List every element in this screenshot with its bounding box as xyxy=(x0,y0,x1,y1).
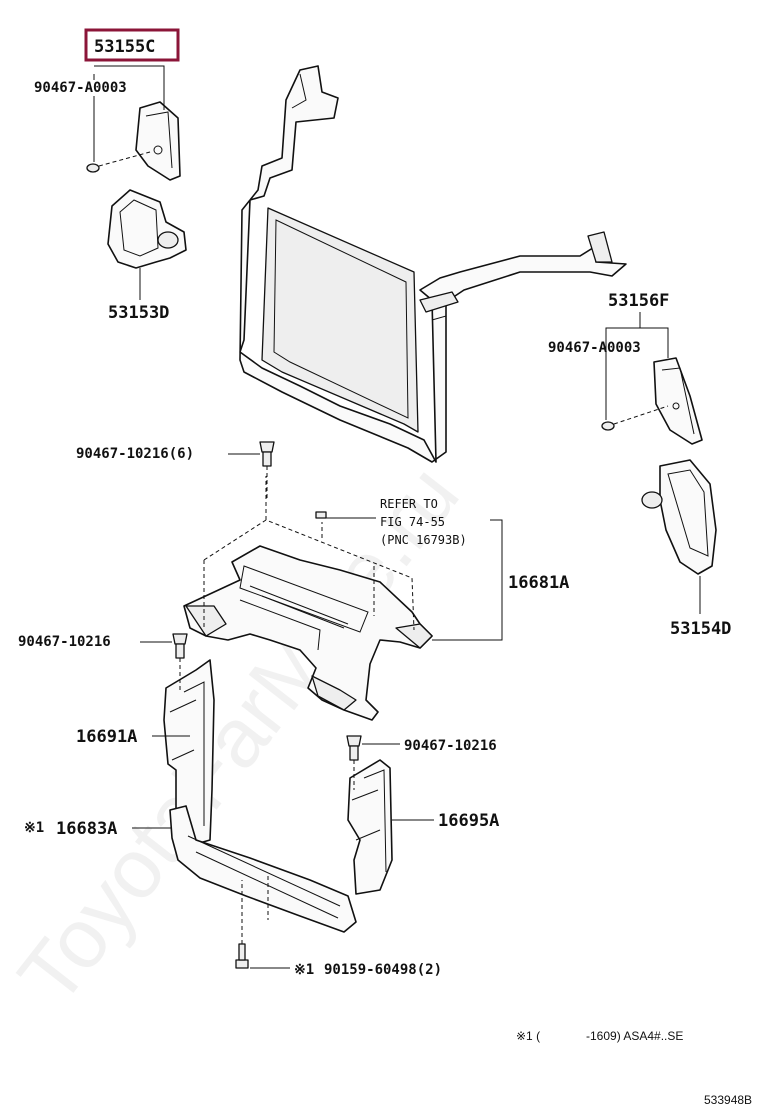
part-label-16695a[interactable]: 16695A xyxy=(438,811,499,831)
clip-icon xyxy=(172,633,188,659)
footnote-text: -1609) ASA4#..SE xyxy=(586,1029,683,1043)
radiator-support-frame xyxy=(239,65,627,463)
refer-line-3: (PNC 16793B) xyxy=(380,533,467,547)
marker-lower-support: ※1 xyxy=(24,820,44,836)
support-upper xyxy=(183,545,433,721)
clip-icon xyxy=(346,735,362,761)
clip-icon xyxy=(86,163,100,173)
side-support-right xyxy=(347,759,393,895)
seal-upper-right xyxy=(653,357,703,445)
marker-bolt: ※1 xyxy=(294,962,314,978)
part-label-16681a[interactable]: 16681A xyxy=(508,573,569,593)
bracket-right xyxy=(641,459,717,575)
part-label-53153d[interactable]: 53153D xyxy=(108,303,169,323)
part-label-clip-right-side[interactable]: 90467-10216 xyxy=(404,738,497,754)
bolt-icon xyxy=(235,943,249,969)
part-label-clip-right[interactable]: 90467-A0003 xyxy=(548,340,641,356)
reference-marker xyxy=(315,511,327,519)
bracket-left xyxy=(107,189,187,269)
refer-line-1: REFER TO xyxy=(380,497,438,511)
part-label-53154d[interactable]: 53154D xyxy=(670,619,731,639)
support-lower xyxy=(169,805,357,933)
side-support-left xyxy=(163,659,215,845)
clip-icon xyxy=(601,421,615,431)
refer-line-2: FIG 74-55 xyxy=(380,515,445,529)
seal-upper-left xyxy=(135,101,181,181)
diagram-id: 533948B xyxy=(704,1093,752,1107)
part-label-16683a[interactable]: 16683A xyxy=(56,819,117,839)
part-label-clip-support[interactable]: 90467-10216(6) xyxy=(76,446,194,462)
part-label-53156f[interactable]: 53156F xyxy=(608,291,669,311)
clip-icon xyxy=(259,441,275,467)
part-label-bolt[interactable]: 90159-60498(2) xyxy=(324,962,442,978)
part-label-clip-left-side[interactable]: 90467-10216 xyxy=(18,634,111,650)
part-label-53155c[interactable]: 53155C xyxy=(94,37,155,57)
highlight-box xyxy=(84,28,180,62)
part-label-16691a[interactable]: 16691A xyxy=(76,727,137,747)
footnote-marker: ※1 ( xyxy=(516,1029,540,1043)
part-label-clip-left[interactable]: 90467-A0003 xyxy=(34,80,127,96)
